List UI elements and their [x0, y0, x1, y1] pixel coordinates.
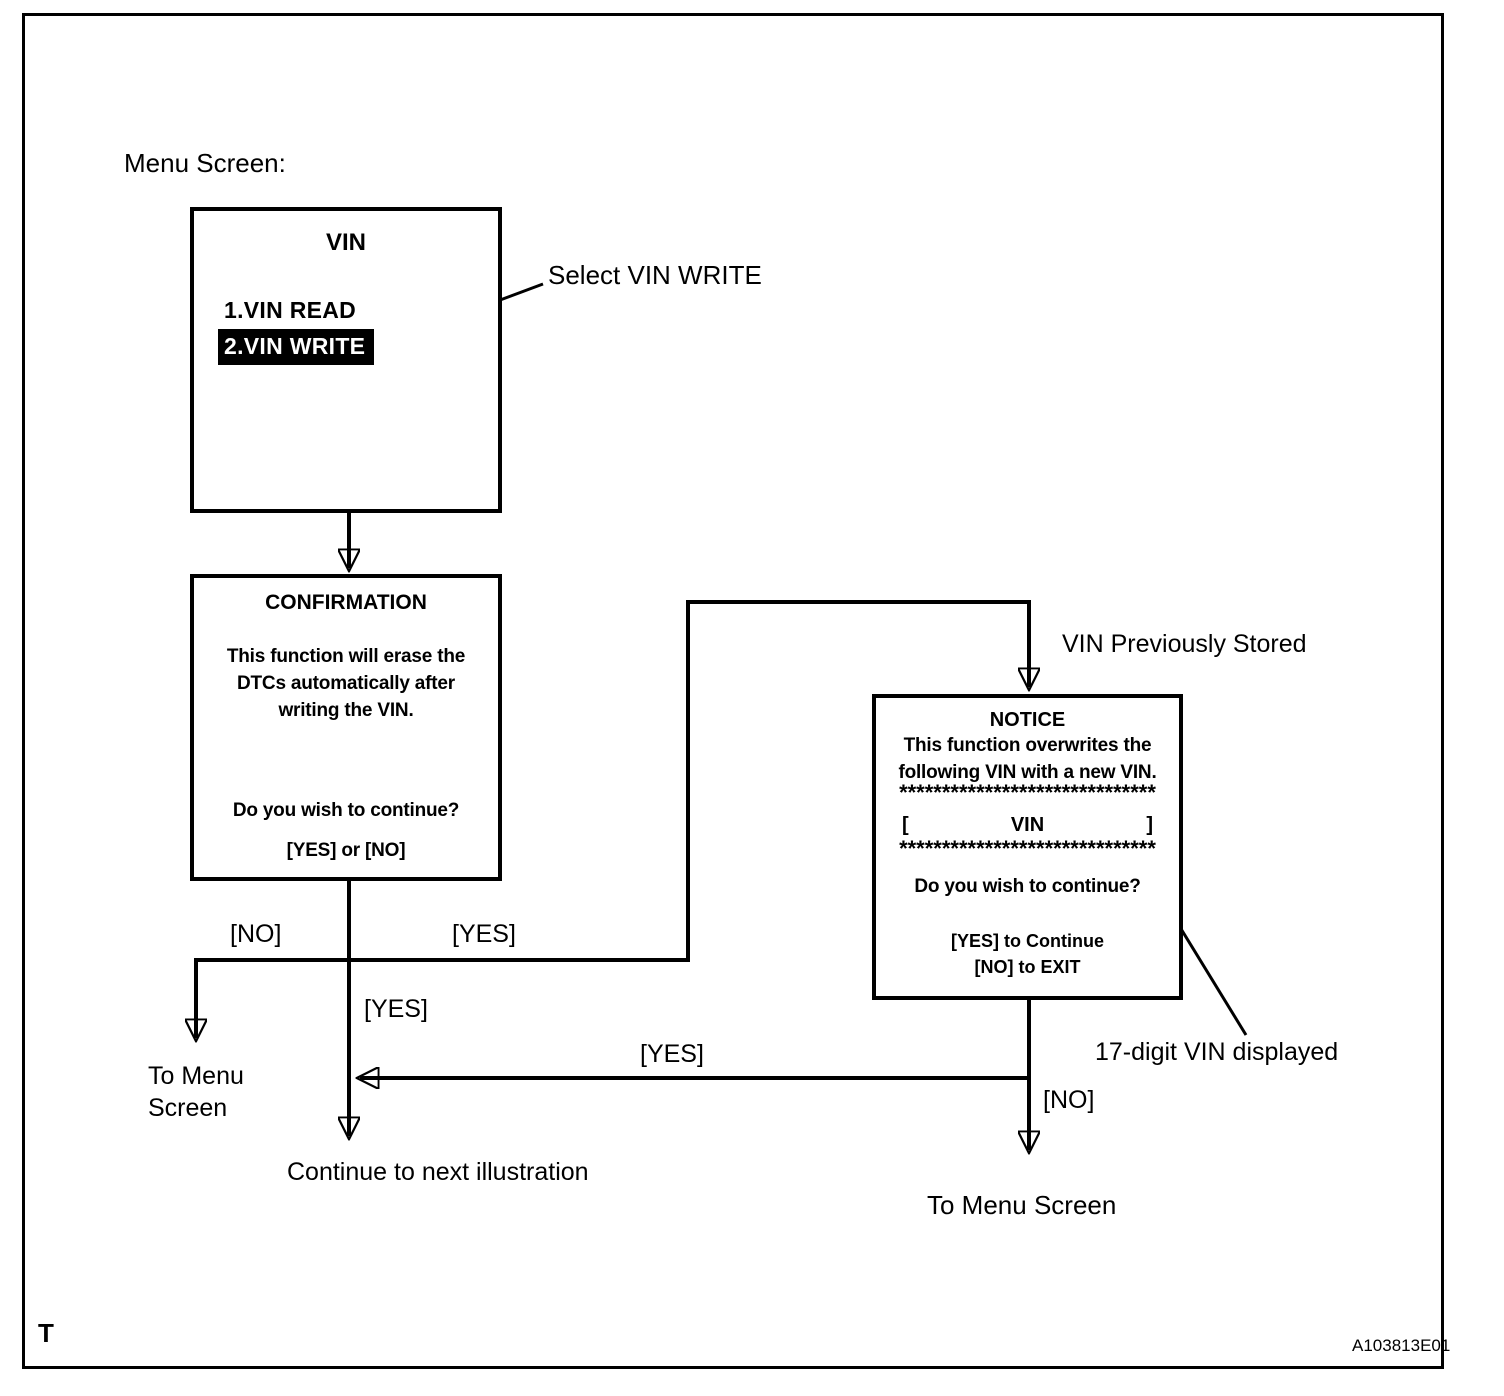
drawing-number-label: A103813E01 — [1352, 1336, 1451, 1355]
vin-menu-title: VIN — [325, 229, 366, 256]
notice-screen-box: NOTICE This function overwrites the foll… — [872, 694, 1183, 1000]
page-frame-border — [22, 13, 1444, 1369]
notice-vin-value: VIN — [1010, 814, 1045, 836]
to-menu-screen-left-label: To Menu Screen — [148, 1060, 244, 1124]
confirmation-screen-box: CONFIRMATION This function will erase th… — [190, 574, 502, 881]
branch-label-no-left: [NO] — [230, 920, 282, 948]
vin-menu-screen-box: VIN 1.VIN READ 2.VIN WRITE — [190, 207, 502, 513]
vin-previously-stored-annotation: VIN Previously Stored — [1062, 630, 1307, 658]
notice-vin-display-row: [ VIN ] — [902, 814, 1153, 837]
to-menu-screen-right-label: To Menu Screen — [927, 1190, 1117, 1220]
confirmation-body-line3: writing the VIN. — [278, 700, 414, 721]
seventeen-digit-vin-annotation: 17-digit VIN displayed — [1095, 1038, 1339, 1066]
branch-label-no-notice: [NO] — [1043, 1086, 1095, 1114]
arrow-confirmation-no-left — [196, 958, 349, 1038]
branch-label-yes-down: [YES] — [364, 995, 428, 1023]
notice-title: NOTICE — [989, 709, 1066, 731]
menu-screen-heading: Menu Screen: — [124, 148, 286, 178]
notice-bracket-close: ] — [1146, 814, 1153, 836]
confirmation-body-line1: This function will erase the — [226, 646, 466, 667]
notice-line2: following VIN with a new VIN. — [898, 762, 1157, 783]
select-vin-write-annotation: Select VIN WRITE — [548, 260, 762, 290]
notice-yes-instruction: [YES] to Continue — [951, 931, 1104, 951]
confirmation-options: [YES] or [NO] — [286, 840, 406, 861]
branch-label-yes-return: [YES] — [640, 1040, 704, 1068]
confirmation-question: Do you wish to continue? — [232, 800, 460, 821]
confirmation-body-line2: DTCs automatically after — [237, 673, 455, 694]
confirmation-title: CONFIRMATION — [265, 591, 427, 614]
to-menu-screen-left-line1: To Menu — [148, 1062, 244, 1090]
notice-bracket-open: [ — [902, 814, 909, 836]
branch-label-yes-right: [YES] — [452, 920, 516, 948]
notice-no-instruction: [NO] to EXIT — [974, 957, 1081, 977]
continue-next-label: Continue to next illustration — [287, 1158, 589, 1186]
notice-stars-bottom: ****************************** — [899, 836, 1156, 861]
frame-letter-label: T — [38, 1318, 54, 1348]
menu-item-vin-read: 1.VIN READ — [224, 297, 357, 323]
notice-stars-top: ****************************** — [899, 780, 1156, 805]
menu-item-vin-write-selected: 2.VIN WRITE — [218, 329, 375, 365]
notice-question: Do you wish to continue? — [914, 876, 1141, 897]
notice-line1: This function overwrites the — [903, 735, 1152, 756]
arrow-confirmation-yes-to-notice — [349, 600, 1029, 962]
to-menu-screen-left-line2: Screen — [148, 1094, 228, 1122]
